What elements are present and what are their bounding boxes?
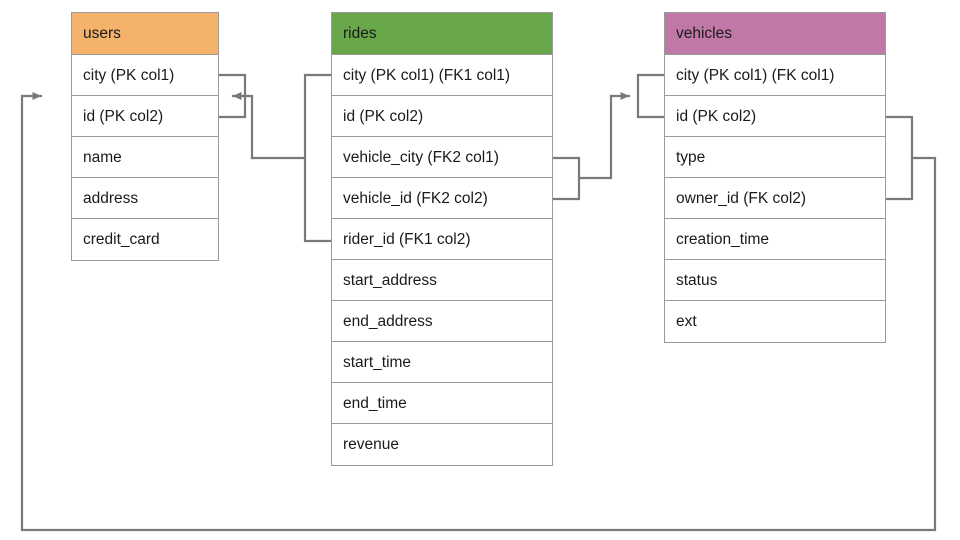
table-rides[interactable]: rides city (PK col1) (FK1 col1) id (PK c… [331,12,553,466]
table-row[interactable]: city (PK col1) (FK1 col1) [332,55,552,96]
table-row[interactable]: ext [665,301,885,342]
table-row[interactable]: start_address [332,260,552,301]
table-row[interactable]: id (PK col2) [332,96,552,137]
table-row[interactable]: vehicle_id (FK2 col2) [332,178,552,219]
table-row[interactable]: vehicle_city (FK2 col1) [332,137,552,178]
table-row[interactable]: creation_time [665,219,885,260]
table-row[interactable]: end_time [332,383,552,424]
table-row[interactable]: revenue [332,424,552,465]
table-row[interactable]: address [72,178,218,219]
table-row[interactable]: status [665,260,885,301]
table-users-header: users [72,13,218,55]
table-vehicles[interactable]: vehicles city (PK col1) (FK col1) id (PK… [664,12,886,343]
table-row[interactable]: city (PK col1) (FK col1) [665,55,885,96]
table-row[interactable]: owner_id (FK col2) [665,178,885,219]
table-row[interactable]: id (PK col2) [665,96,885,137]
table-row[interactable]: rider_id (FK1 col2) [332,219,552,260]
table-row[interactable]: city (PK col1) [72,55,218,96]
edge-rides-fk1-users [217,73,333,243]
table-rides-header: rides [332,13,552,55]
edge-rides-fk2-vehicles [551,73,666,201]
table-row[interactable]: type [665,137,885,178]
table-row[interactable]: credit_card [72,219,218,260]
table-row[interactable]: start_time [332,342,552,383]
table-row[interactable]: name [72,137,218,178]
table-row[interactable]: id (PK col2) [72,96,218,137]
table-row[interactable]: end_address [332,301,552,342]
table-users[interactable]: users city (PK col1) id (PK col2) name a… [71,12,219,261]
table-vehicles-header: vehicles [665,13,885,55]
